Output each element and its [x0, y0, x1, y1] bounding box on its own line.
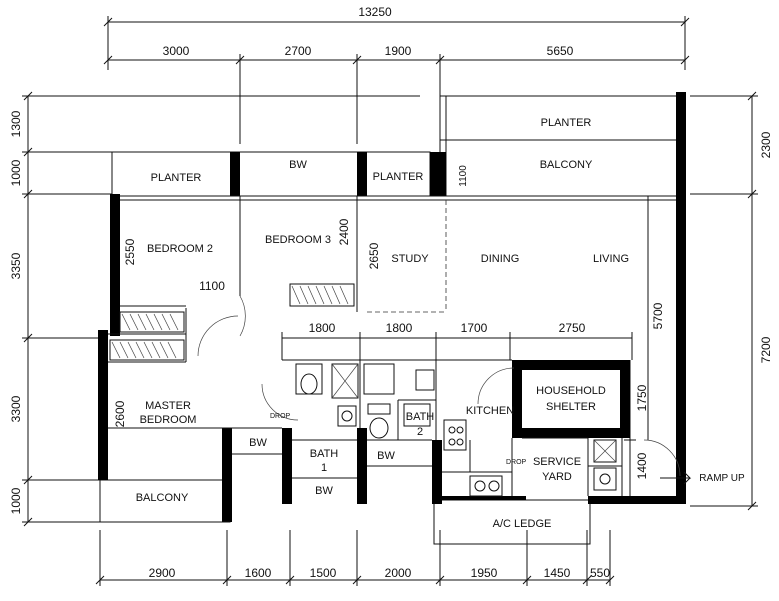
dim-balcony-small: 1100: [458, 165, 469, 187]
label-master-line2: BEDROOM: [140, 414, 197, 426]
label-shelter-line1: HOUSEHOLD: [536, 385, 606, 397]
dim-left-4: 3300: [9, 395, 23, 422]
dim-right-2: 7200: [759, 336, 773, 363]
dim-bottom-1: 2900: [149, 566, 176, 580]
dim-left-3: 3350: [9, 252, 23, 279]
dim-bottom-7: 550: [590, 566, 610, 580]
dim-left-2: 1000: [9, 159, 23, 186]
dim-corridor: 1100: [199, 279, 225, 293]
dim-left-5: 1000: [9, 487, 23, 514]
label-study: STUDY: [391, 253, 429, 265]
label-bath1-line2: 1: [321, 462, 327, 474]
dim-inner-1: 1800: [309, 321, 336, 335]
dim-bottom-4: 2000: [385, 566, 412, 580]
dim-bottom-5: 1950: [471, 566, 498, 580]
dim-right-1: 2300: [759, 131, 773, 158]
label-balcony-top: BALCONY: [540, 159, 593, 171]
label-bath2-line1: BATH: [406, 411, 435, 423]
label-bedroom-3: BEDROOM 3: [265, 234, 331, 246]
label-bw-bottom: BW: [315, 485, 333, 497]
label-planter-top-right: PLANTER: [541, 117, 592, 129]
dim-top-total: 13250: [358, 5, 392, 19]
label-planter-left: PLANTER: [151, 172, 202, 184]
label-master-line1: MASTER: [145, 400, 191, 412]
room-labels: PLANTER BW PLANTER PLANTER BALCONY BEDRO…: [136, 117, 745, 530]
dim-inner-4: 2750: [559, 321, 586, 335]
walls: [98, 92, 686, 545]
label-kitchen: KITCHEN: [466, 405, 514, 417]
dim-bottom-3: 1500: [310, 566, 337, 580]
label-bw-master: BW: [249, 437, 267, 449]
label-bedroom-2: BEDROOM 2: [147, 243, 213, 255]
dim-top-1: 3000: [163, 44, 190, 58]
dim-bedroom2-height: 2550: [123, 238, 137, 265]
drop-markers: DROP DROP: [270, 413, 527, 466]
label-bath2-line2: 2: [417, 426, 423, 438]
dimension-text: 13250 3000 2700 1900 5650 2900 1600 1500…: [9, 5, 773, 580]
dim-living-height: 5700: [651, 302, 665, 329]
label-balcony-bottom: BALCONY: [136, 492, 189, 504]
dim-shelter-height: 1750: [635, 384, 649, 411]
label-planter-mid: PLANTER: [373, 171, 424, 183]
dim-bottom-6: 1450: [544, 566, 571, 580]
label-ac-ledge: A/C LEDGE: [493, 518, 552, 530]
label-shelter-line2: SHELTER: [546, 401, 596, 413]
dim-bottom-2: 1600: [245, 566, 272, 580]
dim-master-height: 2600: [113, 400, 127, 427]
drop-marker: DROP: [270, 413, 291, 420]
dim-top-2: 2700: [285, 44, 312, 58]
dim-top-4: 5650: [547, 44, 574, 58]
label-service-line1: SERVICE: [533, 456, 581, 468]
dim-yard-height: 1400: [635, 452, 649, 479]
label-living: LIVING: [593, 253, 629, 265]
dimension-lines: [22, 16, 758, 586]
label-bw-top: BW: [289, 159, 307, 171]
label-ramp-up: RAMP UP: [699, 473, 745, 484]
dim-left-1: 1300: [9, 110, 23, 137]
label-bath1-line1: BATH: [310, 448, 339, 460]
dim-top-3: 1900: [385, 44, 412, 58]
dim-bedroom3-height: 2400: [337, 218, 351, 245]
drop-marker: DROP: [506, 459, 527, 466]
label-bw-bath: BW: [377, 450, 395, 462]
fixtures: [109, 283, 692, 497]
label-dining: DINING: [481, 253, 520, 265]
dim-inner-3: 1700: [461, 321, 488, 335]
label-service-line2: YARD: [542, 471, 572, 483]
dim-study-height: 2650: [367, 242, 381, 269]
dim-inner-2: 1800: [386, 321, 413, 335]
